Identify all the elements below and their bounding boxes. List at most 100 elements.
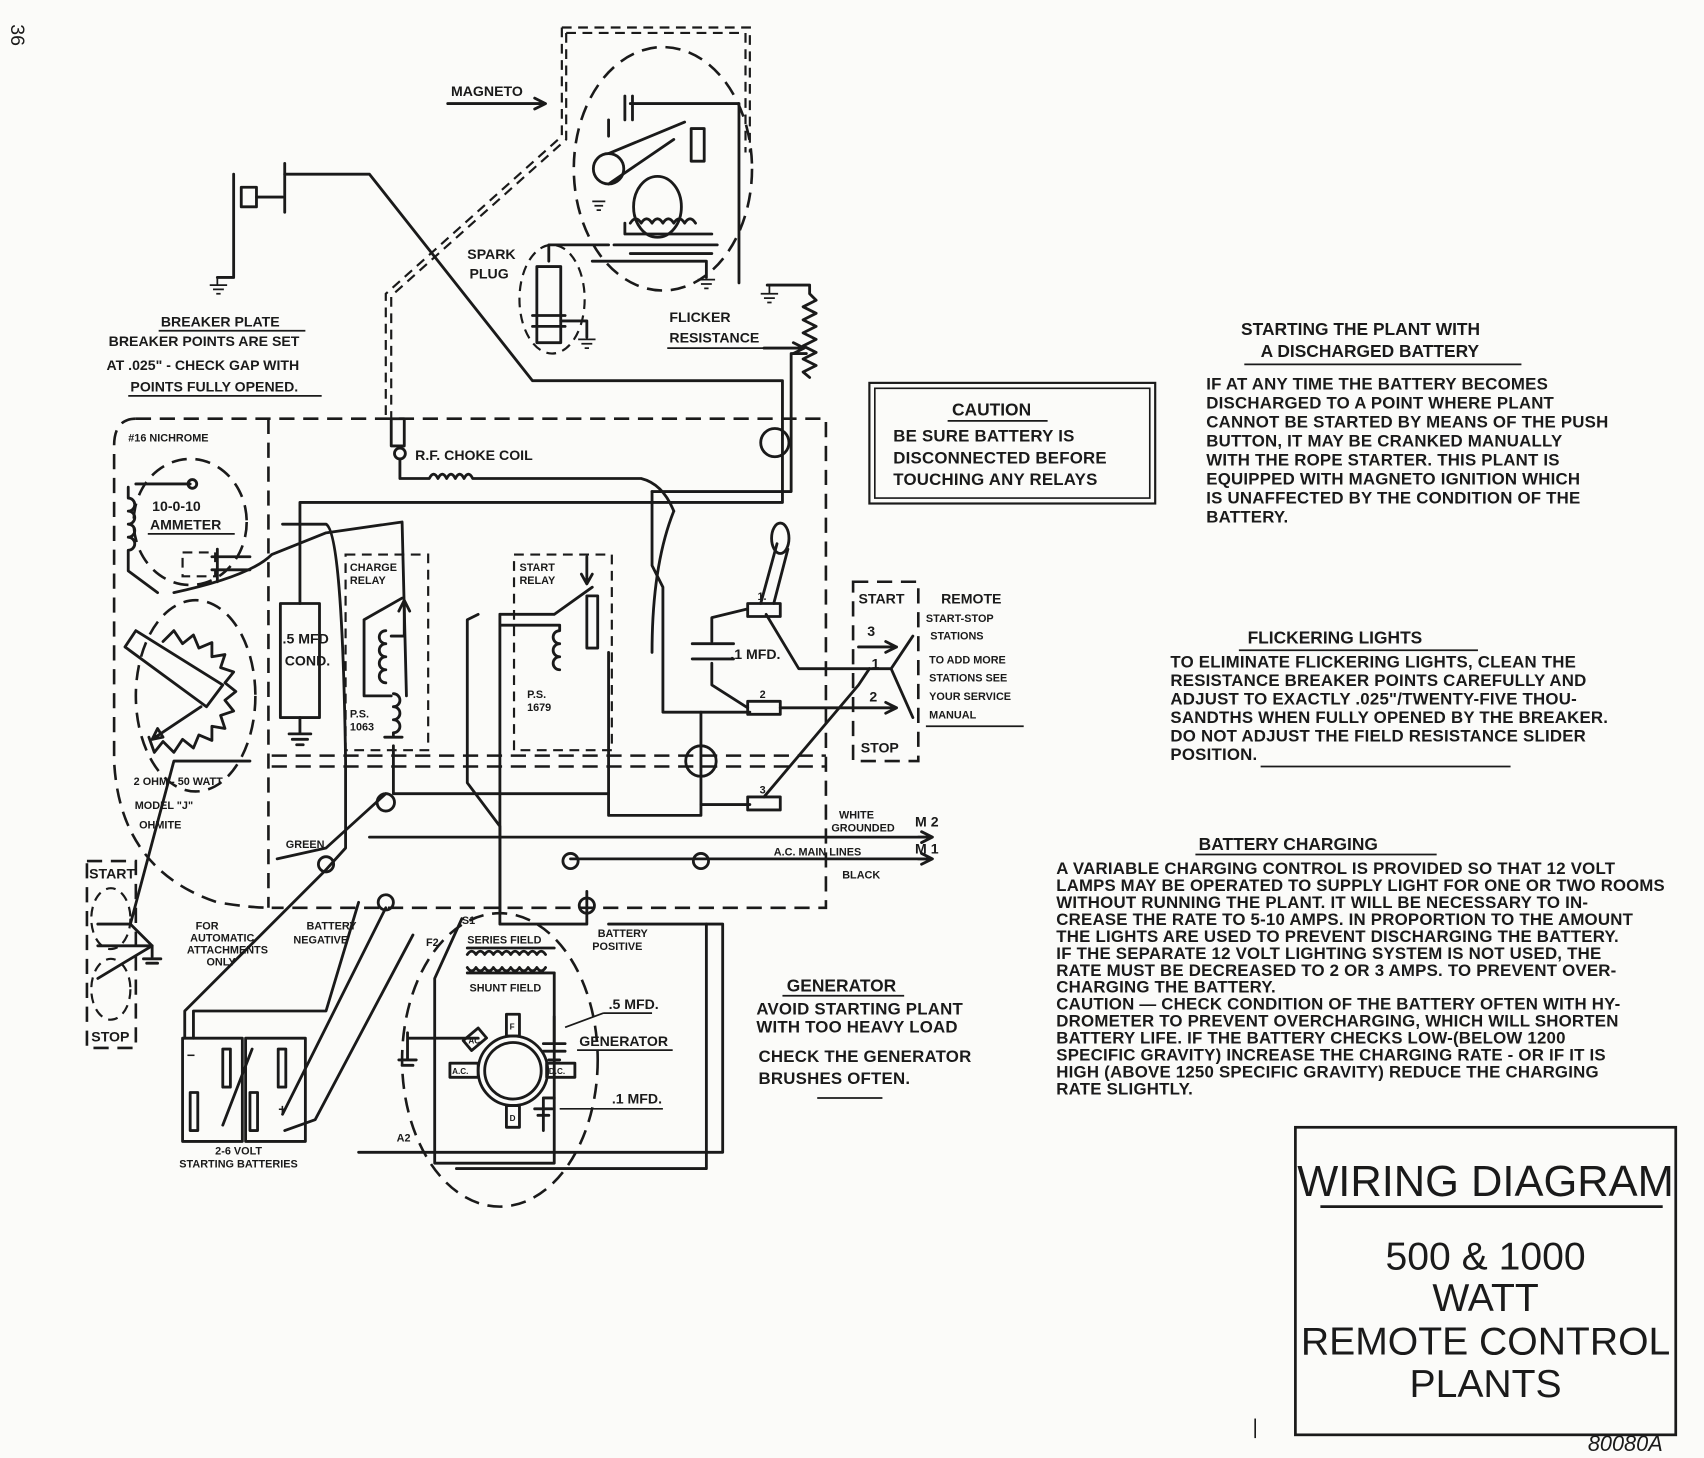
series-field-label: SERIES FIELD	[467, 935, 541, 947]
magneto-label-text: MAGNETO	[451, 83, 523, 99]
flicker-label: FLICKER	[669, 309, 730, 325]
ac-main-lines: WHITE GROUNDED A.C. MAIN LINES BLACK M 2…	[286, 810, 939, 882]
start-relay-part-no: 1679	[527, 702, 551, 714]
note-line: CAUTION — CHECK CONDITION OF THE BATTERY…	[1056, 995, 1620, 1014]
m2-label: M 2	[915, 813, 939, 829]
note-line: AVOID STARTING PLANT	[756, 999, 963, 1018]
charge-relay: CHARGE RELAY P.S. 1063	[344, 553, 430, 752]
spark-plug-label-2: PLUG	[469, 266, 508, 282]
remote-stations-title-2: START-STOP	[926, 613, 994, 625]
remote-note-4: MANUAL	[929, 710, 976, 722]
note-line: RESISTANCE BREAKER POINTS CAREFULLY AND	[1170, 671, 1586, 690]
note-line: A VARIABLE CHARGING CONTROL IS PROVIDED …	[1056, 859, 1615, 878]
note-heading: GENERATOR	[787, 975, 897, 995]
terminal-1	[746, 602, 782, 618]
remote-num-1: 1	[872, 656, 880, 672]
rf-choke-coil: R.F. CHOKE COIL	[389, 417, 676, 513]
title-line: 500 & 1000	[1386, 1236, 1586, 1279]
remote-stations-title-3: STATIONS	[930, 630, 983, 642]
automatic-label: FOR	[196, 921, 219, 933]
brush-label-d: D	[510, 1114, 516, 1123]
charge-relay-part-no: 1063	[350, 722, 374, 734]
black-label: BLACK	[842, 869, 880, 881]
generator-label: GENERATOR	[579, 1033, 668, 1049]
remote-note-3: YOUR SERVICE	[929, 691, 1011, 703]
imfd-label: .1 MFD.	[730, 646, 780, 662]
note-line: SANDTHS WHEN FULLY OPENED BY THE BREAKER…	[1170, 708, 1608, 727]
shunt-field-label: SHUNT FIELD	[469, 982, 541, 994]
breaker-plate-note-2: AT .025" - CHECK GAP WITH	[107, 357, 300, 373]
local-start-stop: START STOP FOR AUTOMATIC ATTACHMENTS ONL…	[85, 859, 649, 1050]
caution-box: CAUTION BE SURE BATTERY IS DISCONNECTED …	[868, 381, 1157, 505]
note-discharged-battery: STARTING THE PLANT WITH A DISCHARGED BAT…	[1206, 319, 1608, 526]
remote-note-2: STATIONS SEE	[929, 673, 1007, 685]
caution-line: DISCONNECTED BEFORE	[893, 448, 1107, 467]
note-line: RATE MUST BE DECREASED TO 2 OR 3 AMPS. T…	[1056, 961, 1616, 980]
automatic-label-3: ATTACHMENTS	[187, 944, 268, 956]
note-line: BATTERY LIFE. IF THE BATTERY CHECKS LOW-…	[1056, 1029, 1565, 1048]
battery-minus: −	[187, 1047, 195, 1063]
battery-positive-label-2: POSITIVE	[592, 941, 642, 953]
note-line: IF AT ANY TIME THE BATTERY BECOMES	[1206, 374, 1548, 393]
title-line: PLANTS	[1409, 1363, 1561, 1406]
title-line: REMOTE CONTROL	[1301, 1320, 1670, 1363]
charge-relay-part: P.S.	[350, 709, 369, 721]
note-line: WITHOUT RUNNING THE PLANT. IT WILL BE NE…	[1056, 893, 1588, 912]
note-line: EQUIPPED WITH MAGNETO IGNITION WHICH	[1206, 469, 1580, 488]
note-heading-2: A DISCHARGED BATTERY	[1261, 341, 1480, 361]
control-box	[112, 417, 828, 910]
note-line: WITH TOO HEAVY LOAD	[756, 1018, 957, 1037]
note-line: POSITION.	[1170, 745, 1257, 764]
remote-stop-label: STOP	[861, 739, 899, 755]
remote-stations-title: REMOTE	[941, 590, 1001, 606]
automatic-label-2: AUTOMATIC	[190, 932, 254, 944]
magneto-housing	[572, 45, 754, 292]
ac-main-lines-label: A.C. MAIN LINES	[774, 847, 861, 859]
brush-label-f: F	[510, 1022, 515, 1031]
terminal-3-label: 3	[760, 785, 766, 797]
brush-ac-upper	[461, 1026, 488, 1052]
caution-heading: CAUTION	[952, 399, 1031, 419]
terminal-block: 1. 2 3 .1 MFD.	[690, 521, 898, 812]
spark-plug: SPARK PLUG	[467, 243, 610, 355]
caution-line: BE SURE BATTERY IS	[893, 427, 1074, 446]
remote-note-1: TO ADD MORE	[929, 654, 1006, 666]
start-relay: START RELAY P.S. 1679	[498, 553, 613, 752]
page-number: 36	[6, 24, 28, 46]
grounded-label: GROUNDED	[831, 823, 895, 835]
m1-label: M 1	[915, 840, 939, 856]
note-heading: BATTERY CHARGING	[1199, 834, 1378, 854]
brush-f	[505, 1012, 521, 1038]
f2-label: F2	[426, 937, 439, 949]
rheostat-model: MODEL "J"	[135, 800, 193, 812]
note-line: WITH THE ROPE STARTER. THIS PLANT IS	[1206, 450, 1559, 469]
starting-batteries: + − 2-6 VOLT STARTING BATTERIES	[179, 900, 415, 1170]
note-line: SPECIFIC GRAVITY) INCREASE THE CHARGING …	[1056, 1046, 1606, 1065]
ammeter: #16 NICHROME 10-0-10 AMMETER	[126, 433, 252, 595]
note-flickering-lights: FLICKERING LIGHTS TO ELIMINATE FLICKERIN…	[1170, 628, 1608, 768]
title-heading: WIRING DIAGRAM	[1297, 1158, 1674, 1206]
battery-positive-label: BATTERY	[598, 928, 649, 940]
title-line: WATT	[1432, 1277, 1538, 1320]
green-label: GREEN	[286, 839, 325, 851]
automatic-label-4: ONLY	[206, 956, 236, 968]
five-mfd-label: .5 MFD.	[609, 996, 659, 1012]
note-line: CREASE THE RATE TO 5-10 AMPS. IN PROPORT…	[1056, 910, 1633, 929]
brush-label-ac: AC	[468, 1037, 480, 1046]
terminal-2-label: 2	[760, 689, 766, 701]
note-line: HIGH (ABOVE 1250 SPECIFIC GRAVITY) REDUC…	[1056, 1063, 1599, 1082]
note-line: TO ELIMINATE FLICKERING LIGHTS, CLEAN TH…	[1170, 653, 1576, 672]
battery-negative-label-2: NEGATIVE	[293, 935, 348, 947]
start-relay-part: P.S.	[527, 689, 546, 701]
note-line: DISCHARGED TO A POINT WHERE PLANT	[1206, 393, 1554, 412]
note-line: BUTTON, IT MAY BE CRANKED MANUALLY	[1206, 431, 1562, 450]
a2-label: A2	[397, 1132, 411, 1144]
note-line: CHECK THE GENERATOR	[759, 1047, 972, 1066]
remote-start-stop-box: START STOP 3 1 2 REMOTE START-STOP STATI…	[851, 580, 1024, 763]
note-line: CHARGING THE BATTERY.	[1056, 978, 1276, 997]
start-relay-label-2: RELAY	[519, 575, 556, 587]
condenser-label: COND.	[285, 652, 330, 668]
s1-label: S1	[462, 915, 475, 927]
ammeter-range: 10-0-10	[152, 498, 201, 514]
